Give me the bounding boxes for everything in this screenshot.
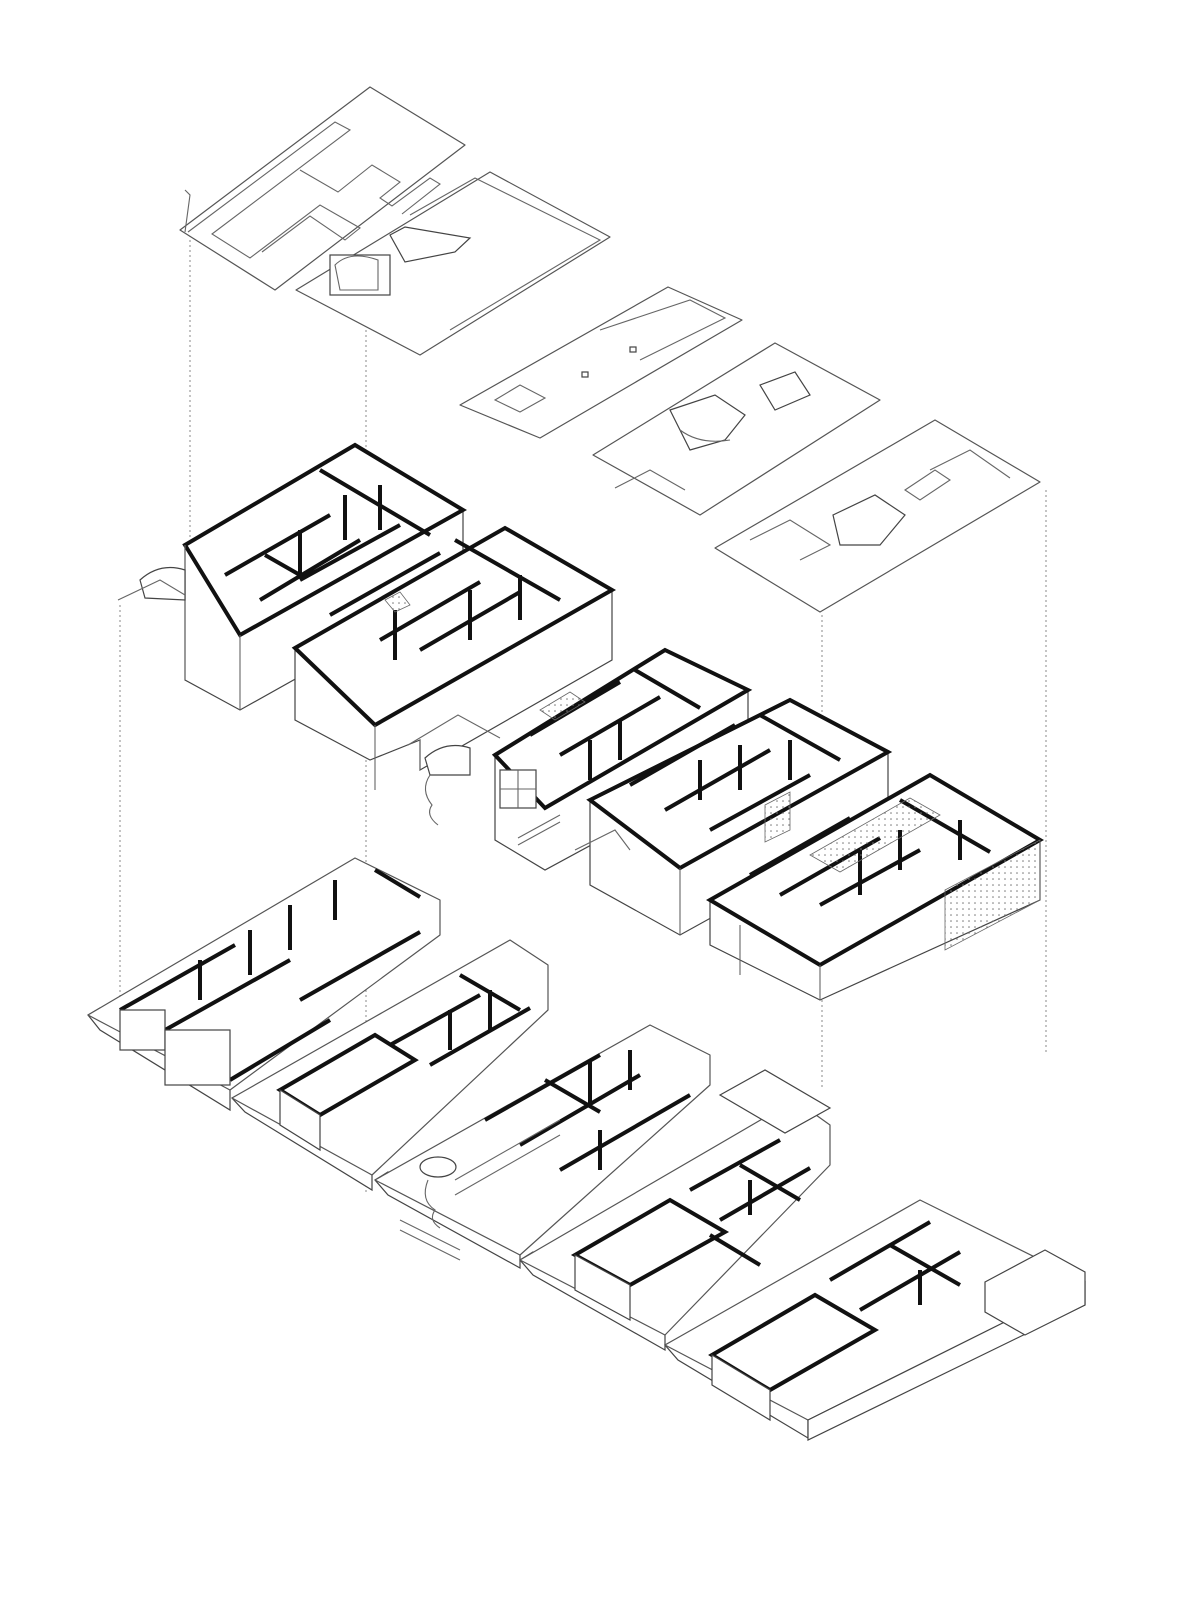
spiral-stair: [419, 1156, 457, 1178]
roof-plan-1: [179, 86, 466, 291]
upper-floor-plan-5: [706, 772, 1044, 1001]
skylight: [629, 346, 637, 353]
facade-opening: [119, 1009, 166, 1051]
roof-level: [179, 86, 1041, 613]
skylight: [581, 371, 589, 378]
ground-floor-level: [87, 857, 1086, 1441]
roof-plan-4: [592, 342, 881, 516]
facade-opening: [164, 1029, 231, 1086]
ground-floor-plan-3: [374, 1024, 711, 1270]
ground-floor-plan-2: [231, 939, 549, 1192]
upper-floor-plan-1: [117, 442, 467, 711]
ground-floor-plan-4: [519, 1069, 832, 1352]
upper-floor-plan-4: [574, 697, 893, 936]
ground-floor-plan-1: [87, 857, 441, 1112]
upper-floor-plan-3: [407, 647, 753, 871]
roof-plan-5: [714, 419, 1041, 613]
upper-floor-level: [117, 442, 1044, 1001]
roof-plan-3: [459, 286, 743, 439]
ground-floor-plan-5: [664, 1199, 1086, 1441]
upper-floor-plan-2: [291, 525, 617, 790]
roof-plan-2: [295, 171, 611, 356]
